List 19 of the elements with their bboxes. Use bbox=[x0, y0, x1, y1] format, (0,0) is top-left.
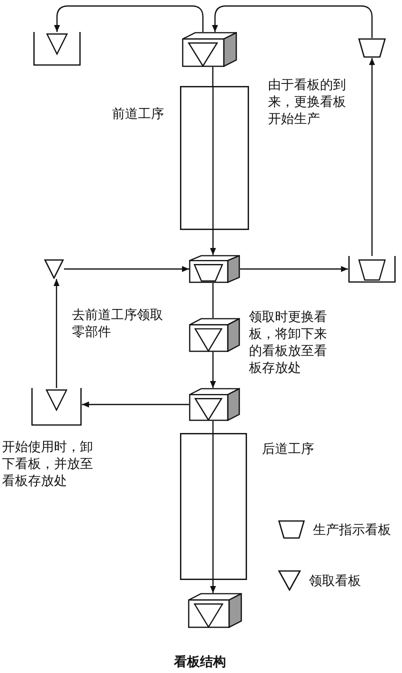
annotation-text: 领取时更换看板，将卸下来的看板放至看板存放处 bbox=[249, 308, 328, 376]
arrow bbox=[210, 580, 216, 593]
annotation-text: 由于看板的到来，更换看板开始生产 bbox=[268, 76, 347, 127]
arrow bbox=[240, 266, 348, 272]
process-label: 后道工序 bbox=[262, 441, 314, 457]
annotation-text: 去前道工序领取零部件 bbox=[72, 306, 164, 340]
arrow bbox=[210, 230, 216, 255]
arrow bbox=[369, 58, 375, 256]
arrow bbox=[212, 5, 373, 38]
process-label: 前道工序 bbox=[112, 106, 164, 122]
arrow bbox=[64, 266, 189, 272]
legend-label: 生产指示看板 bbox=[313, 521, 391, 539]
diagram-caption: 看板结构 bbox=[173, 653, 227, 671]
annotation-text: 开始使用时，卸下看板，并放至看板存放处 bbox=[2, 438, 94, 489]
arrow bbox=[82, 402, 189, 408]
arrow bbox=[54, 5, 204, 32]
arrow bbox=[54, 279, 60, 388]
legend-label: 领取看板 bbox=[309, 572, 361, 590]
arrow bbox=[210, 352, 216, 388]
